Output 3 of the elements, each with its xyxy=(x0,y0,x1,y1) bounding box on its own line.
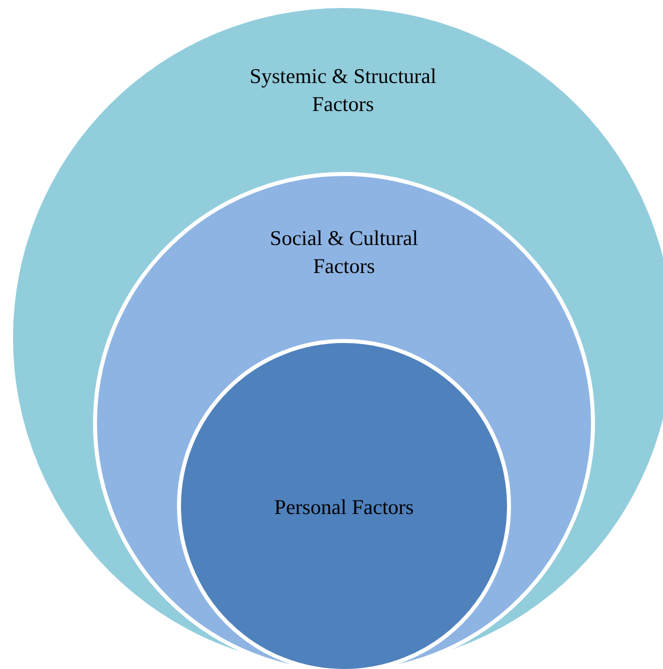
circle-label: Social & Cultural Factors xyxy=(268,225,420,280)
circle-label: Personal Factors xyxy=(273,494,415,521)
circle-label: Systemic & Structural Factors xyxy=(248,63,438,118)
